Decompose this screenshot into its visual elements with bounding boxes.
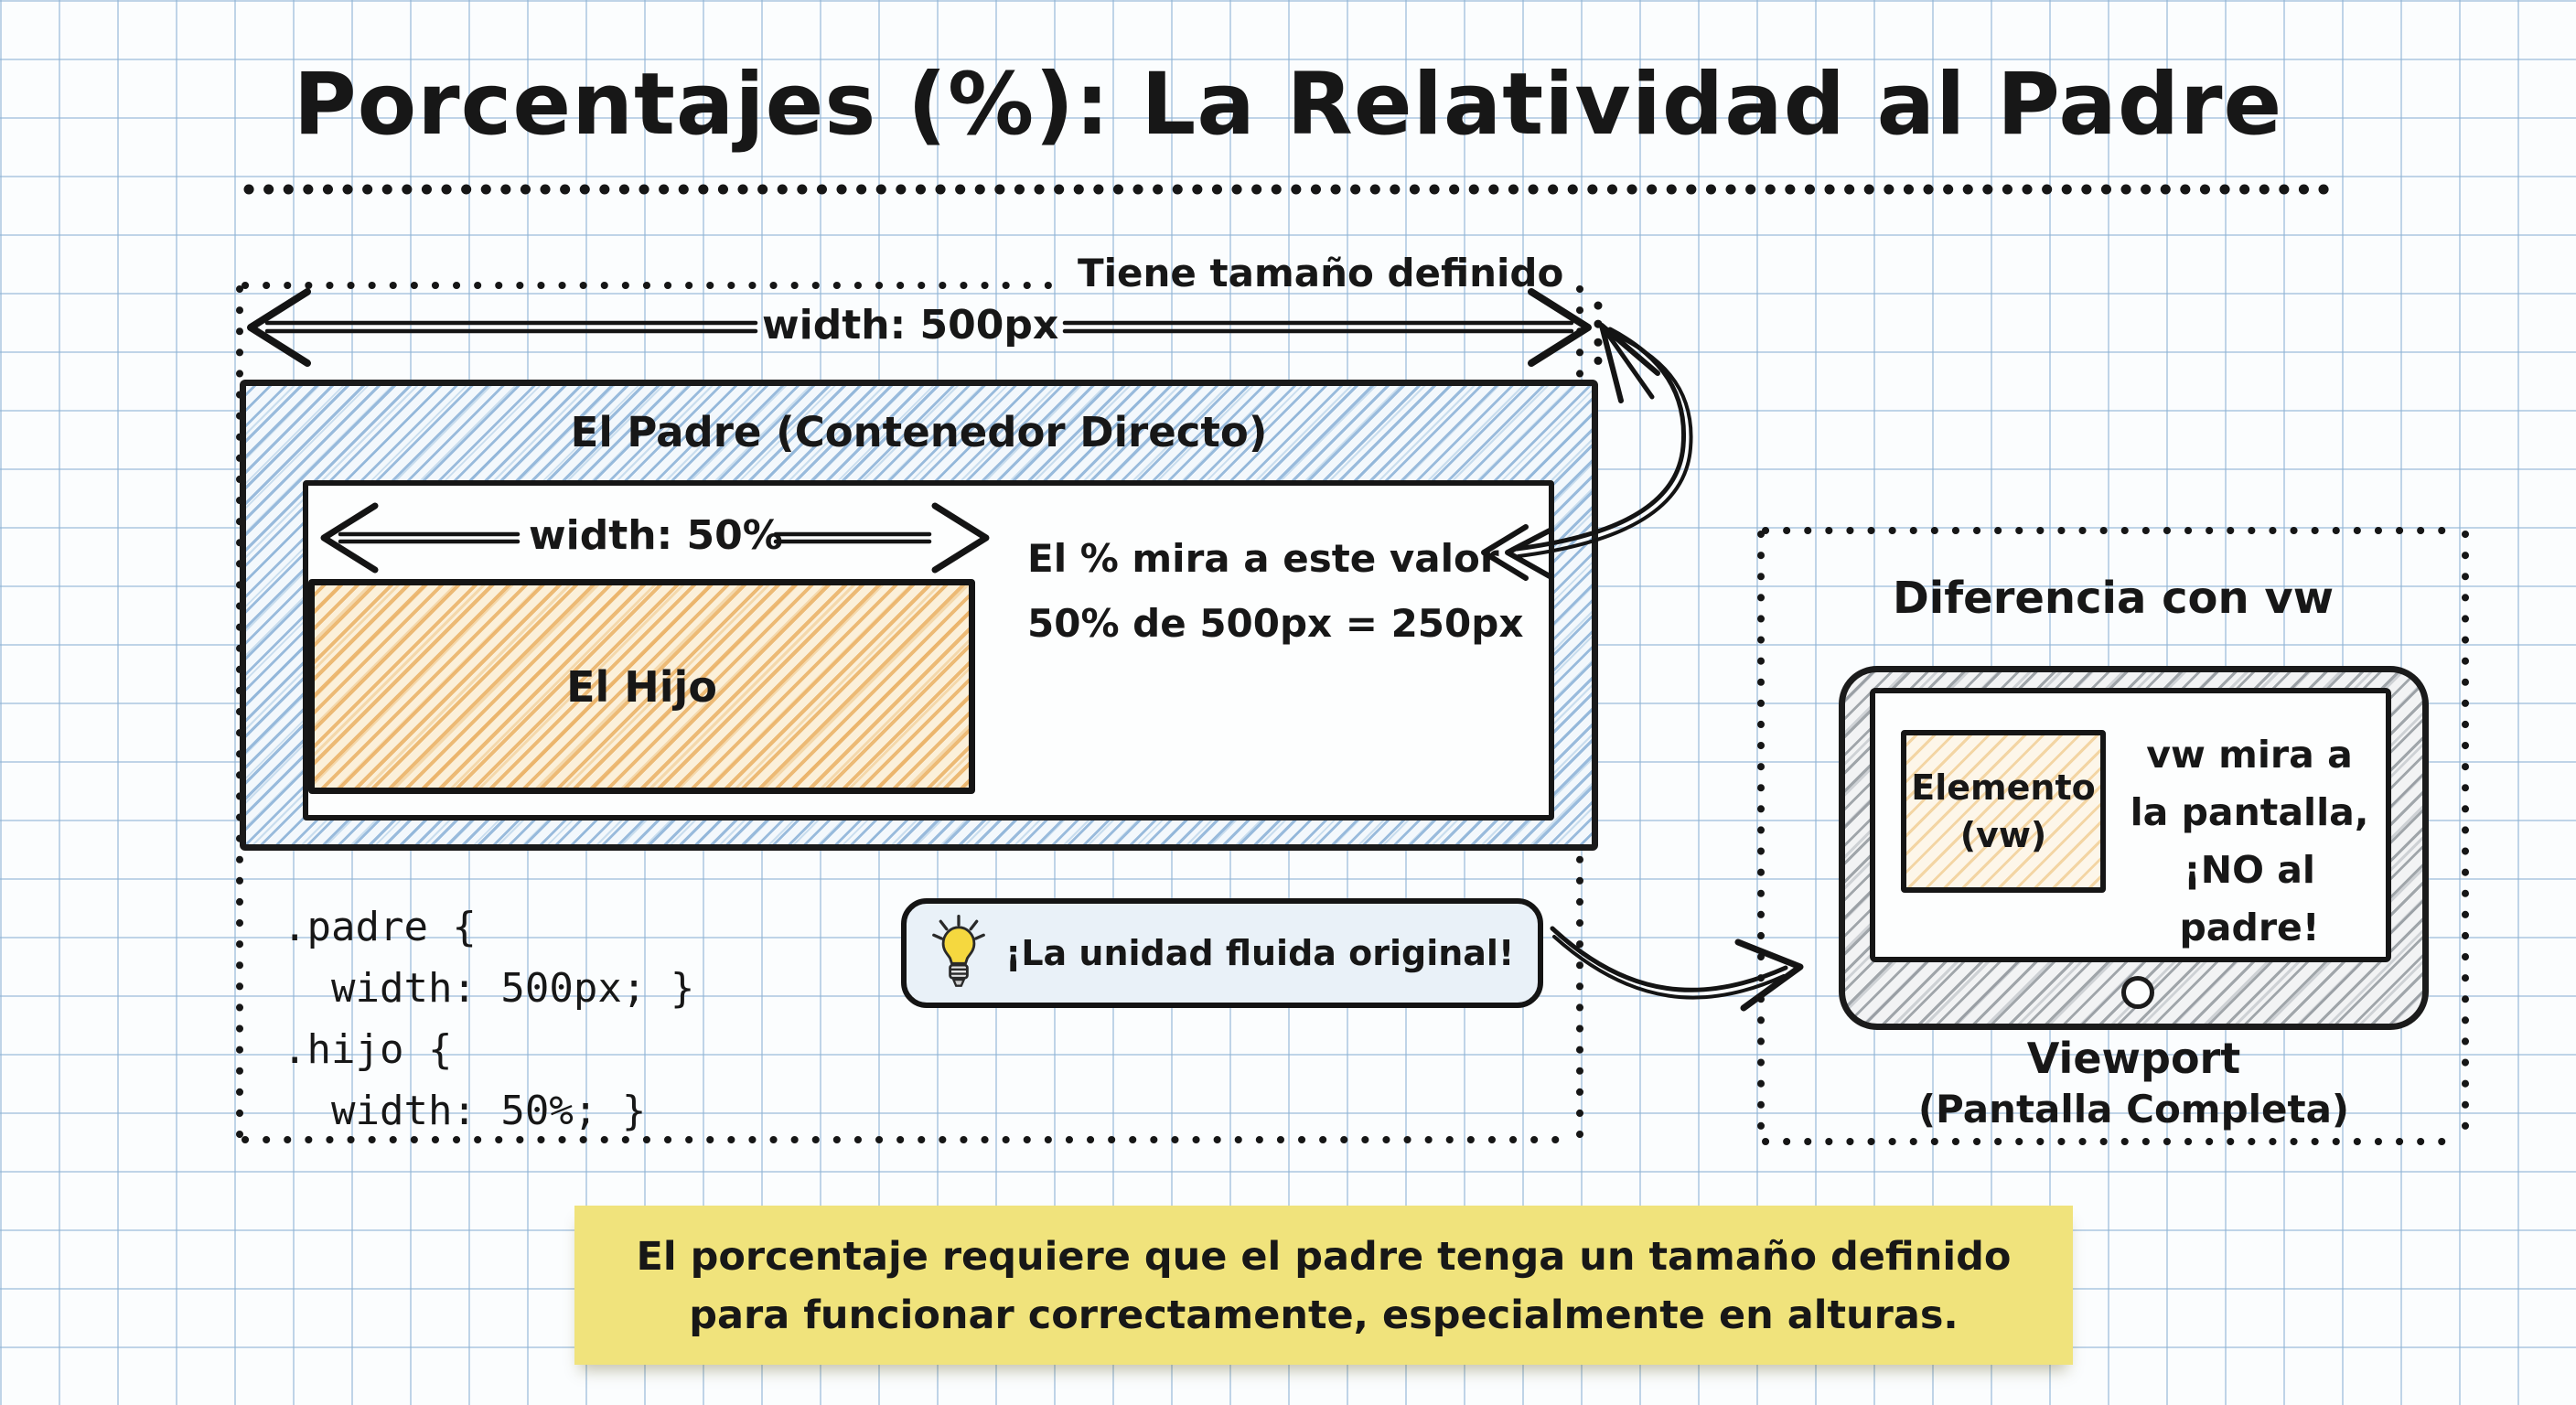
percent-note-line2: 50% de 500px = 250px: [1027, 601, 1524, 646]
footer-note-line1: El porcentaje requiere que el padre teng…: [636, 1234, 2012, 1280]
vw-explanation-note: vw mira a la pantalla, ¡NO al padre!: [2119, 726, 2380, 957]
percent-reference-note: El % mira a este valor 50% de 500px = 25…: [1027, 526, 1523, 656]
viewport-caption-line2: (Pantalla Completa): [1917, 1087, 2350, 1132]
vw-note-line1: vw mira a: [2146, 733, 2353, 777]
tablet-home-button: [2120, 976, 2154, 1009]
css-code-snippet: .padre { width: 500px; } .hijo { width: …: [283, 896, 694, 1142]
percent-note-line1: El % mira a este valor: [1027, 536, 1499, 581]
fluid-unit-callout: ¡La unidad fluida original!: [901, 898, 1543, 1008]
code-line: .padre {: [283, 904, 477, 950]
vw-element-label-line1: Elemento: [1911, 767, 2096, 808]
vw-element-box: Elemento (vw): [1901, 730, 2106, 893]
code-line: width: 50%; }: [283, 1088, 647, 1134]
lightbulb-icon: [932, 914, 985, 987]
vw-note-line2: la pantalla,: [2130, 790, 2369, 834]
vw-element-label-line2: (vw): [1959, 815, 2047, 855]
footer-sticky-note: El porcentaje requiere que el padre teng…: [574, 1206, 2073, 1365]
child-box: El Hijo: [308, 579, 975, 794]
defined-size-label: Tiene tamaño definido: [1078, 251, 1564, 295]
vw-note-line3: ¡NO al padre!: [2179, 848, 2320, 949]
tablet-viewport-frame: Elemento (vw) vw mira a la pantalla, ¡NO…: [1839, 666, 2429, 1030]
footer-note-line2: para funcionar correctamente, especialme…: [689, 1292, 1959, 1338]
vw-section-heading: Diferencia con vw: [1892, 573, 2334, 624]
width-50pct-label: width: 50%: [529, 512, 783, 559]
tablet-screen: Elemento (vw) vw mira a la pantalla, ¡NO…: [1870, 688, 2391, 962]
width-500px-label: width: 500px: [762, 302, 1059, 349]
page-title: Porcentajes (%): La Relatividad al Padre: [293, 55, 2283, 155]
code-line: .hijo {: [283, 1026, 453, 1073]
callout-text: ¡La unidad fluida original!: [1005, 933, 1515, 973]
child-box-label: El Hijo: [566, 661, 717, 712]
code-line: width: 500px; }: [283, 965, 695, 1012]
parent-container-label: El Padre (Contenedor Directo): [570, 408, 1268, 456]
callout-to-tablet-arrow: [1550, 926, 1804, 1012]
viewport-caption-line1: Viewport: [2026, 1034, 2241, 1083]
